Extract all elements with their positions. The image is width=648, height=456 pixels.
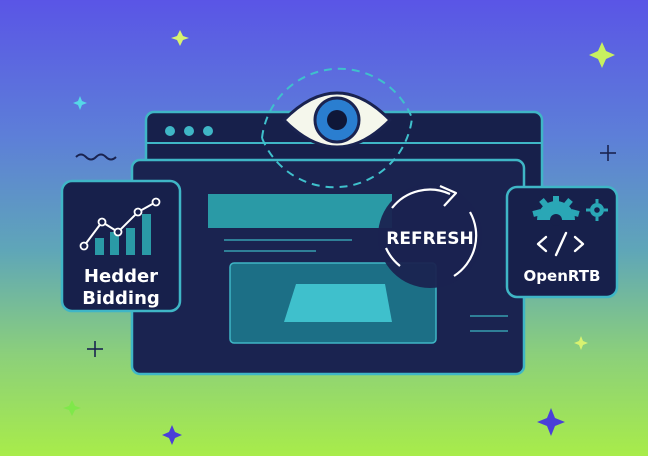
squiggle-icon — [75, 153, 117, 161]
sparkle-icon — [537, 408, 565, 436]
sparkle-icon — [73, 96, 87, 110]
sparkle-icon — [171, 30, 189, 46]
window-dot — [184, 126, 194, 136]
sparkle-icon — [162, 425, 182, 445]
window-dot — [203, 126, 213, 136]
refresh-badge: REFRESH — [378, 184, 482, 288]
window-dot — [165, 126, 175, 136]
gear-icon — [532, 196, 580, 226]
sparkle-icon — [574, 336, 588, 350]
plus-icon — [87, 341, 103, 357]
card-title-line2: Bidding — [82, 288, 160, 309]
refresh-label: REFRESH — [386, 229, 474, 249]
code-icon — [536, 231, 585, 257]
sparkle-icon — [589, 42, 615, 68]
circular-arrow-icon — [391, 188, 451, 209]
small-gear-icon — [586, 199, 608, 221]
eye-group — [261, 67, 413, 189]
decorations — [63, 30, 616, 445]
header-bidding-card: Hedder Bidding — [60, 179, 182, 313]
card-title: OpenRTB — [524, 267, 601, 285]
plus-icon — [600, 145, 616, 161]
sparkle-icon — [63, 400, 81, 416]
viewability-arc — [261, 67, 413, 139]
openrtb-card: OpenRTB — [505, 185, 619, 299]
growth-chart-icon — [79, 197, 161, 255]
ad-creative — [284, 284, 392, 322]
ad-banner — [208, 194, 392, 228]
card-title-line1: Hedder — [84, 266, 158, 287]
